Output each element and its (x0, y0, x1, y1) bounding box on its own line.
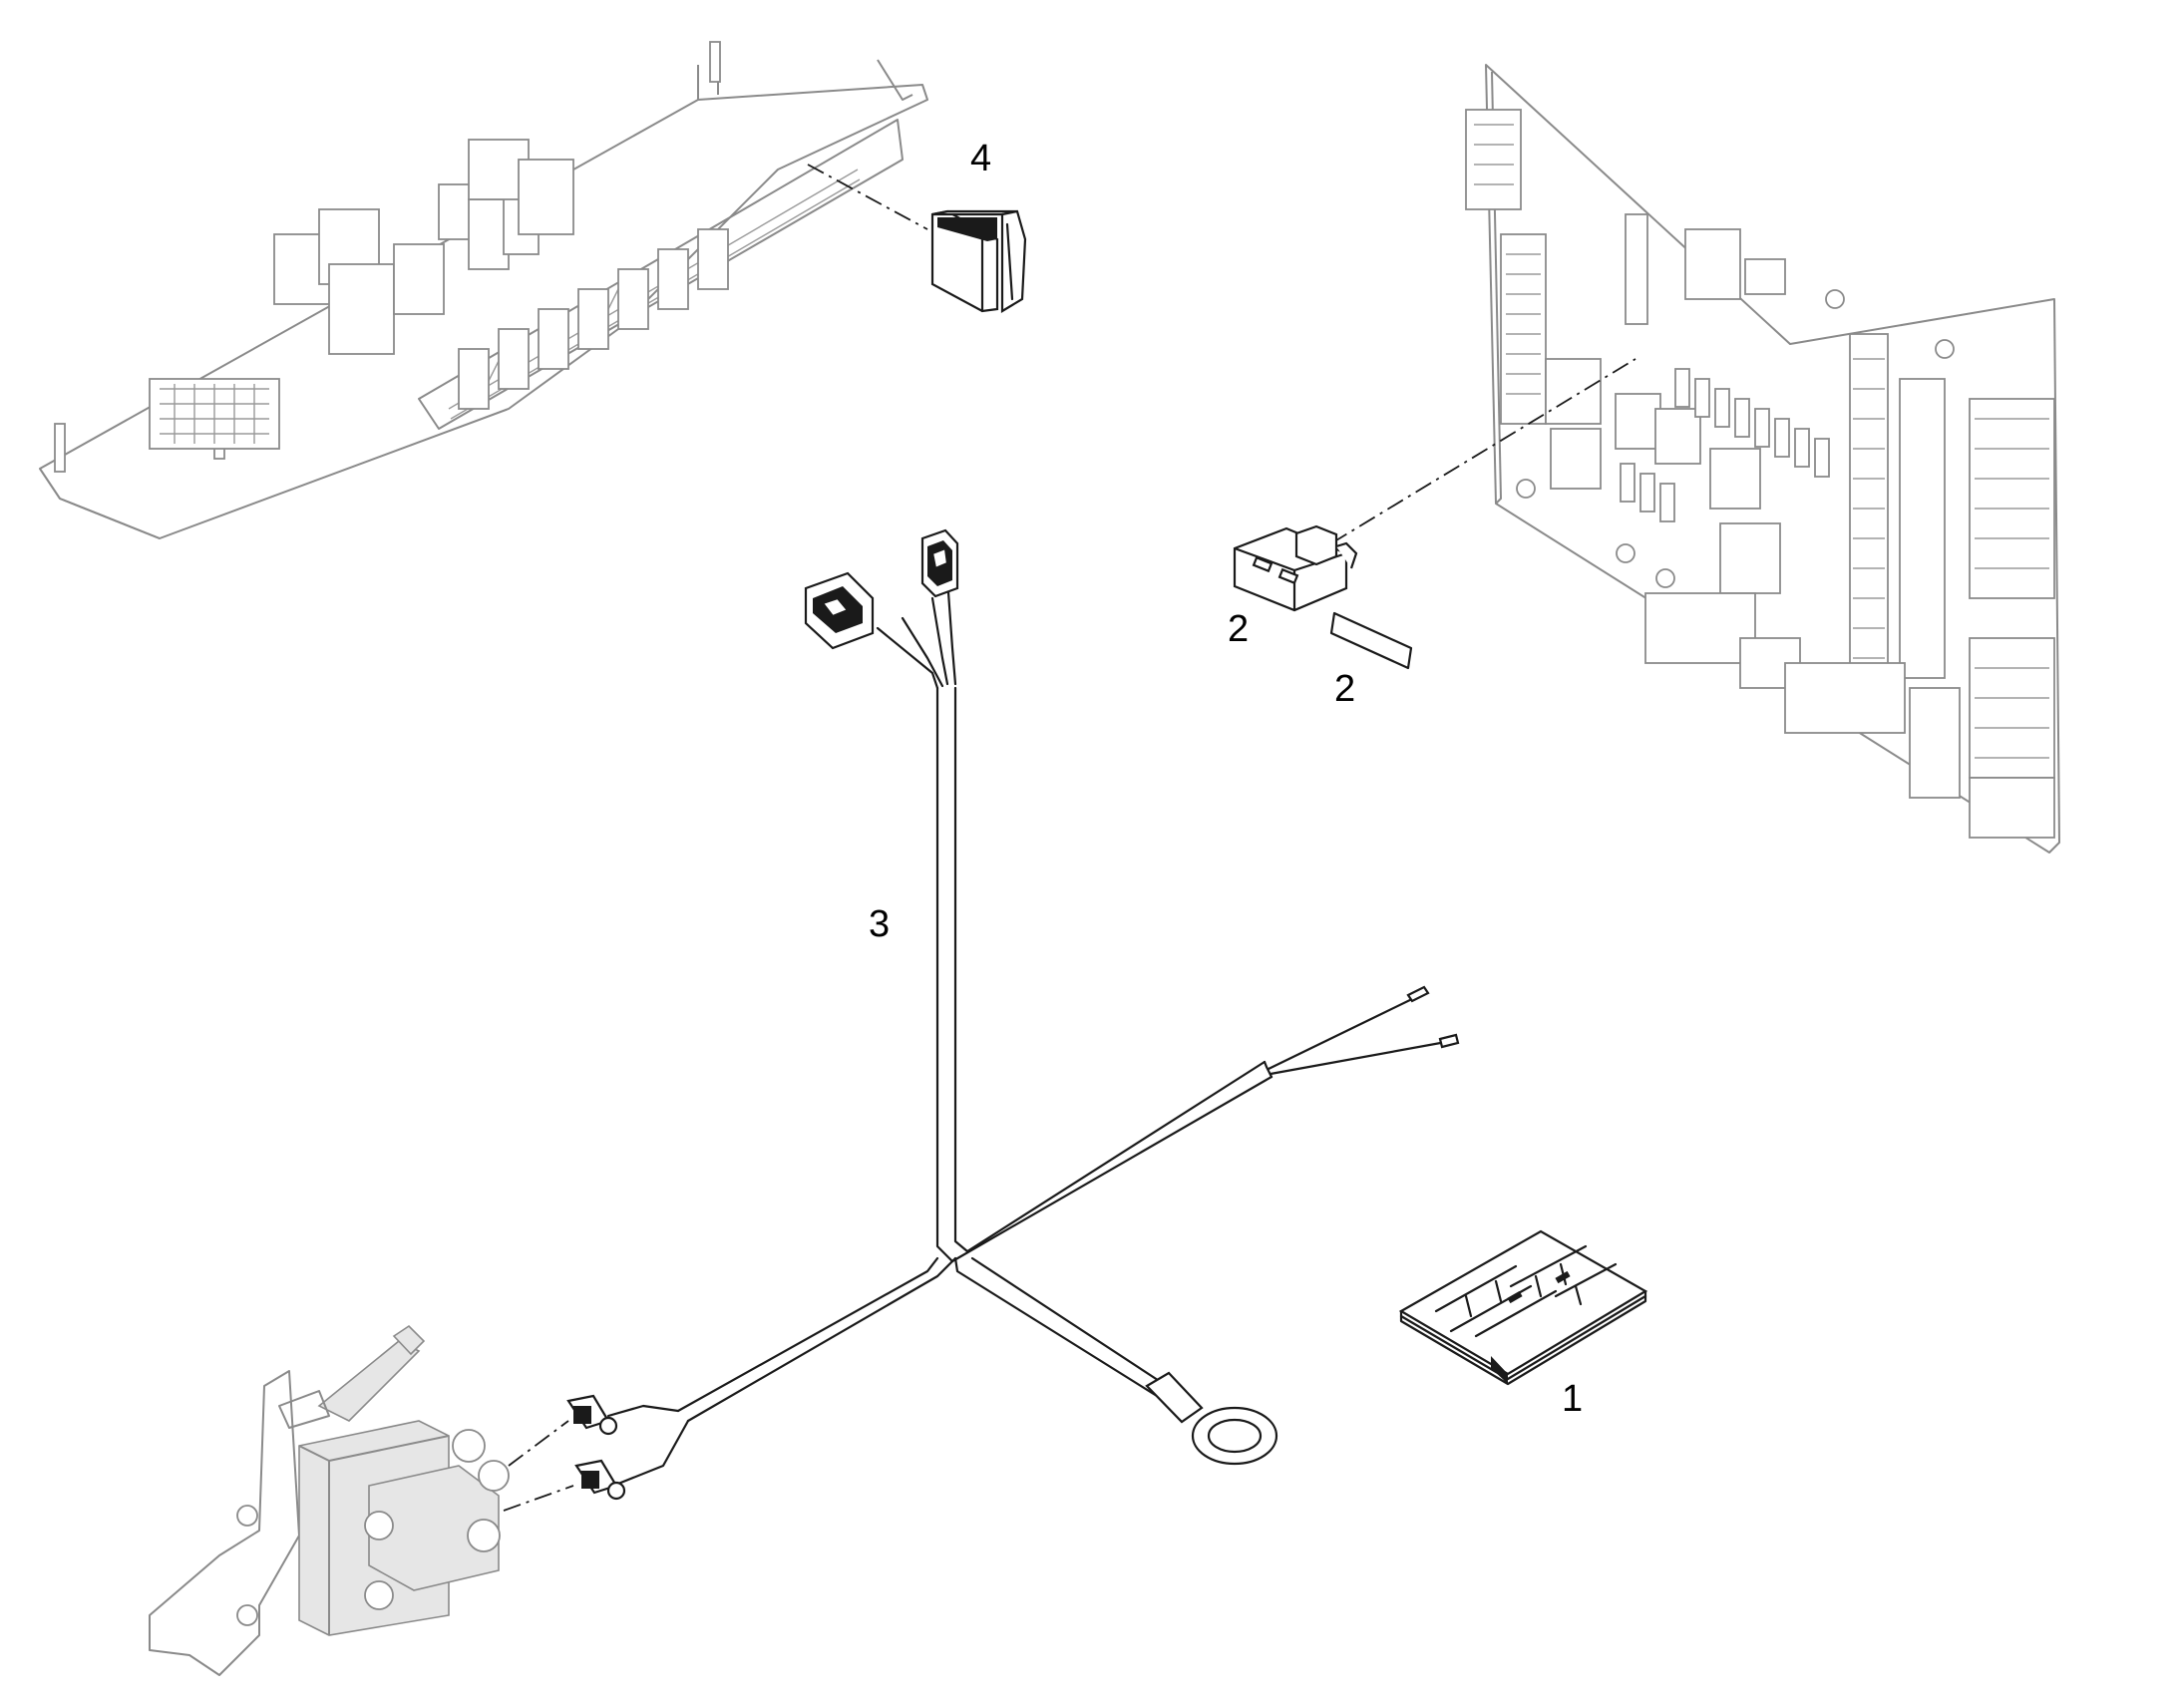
callout-2-label: 2 (1334, 668, 1356, 710)
fuse-label-sticker (1329, 611, 1413, 670)
control-circuit-board (1465, 64, 2060, 854)
wiring-harness (503, 528, 1460, 1512)
callout-1: 1 (1562, 1378, 1584, 1420)
fuse (1233, 358, 1636, 612)
rocker-switch (807, 164, 1027, 313)
relay-console-assembly (39, 41, 928, 539)
callout-2-fuse: 2 (1228, 608, 1250, 650)
documentation-booklet (1398, 1229, 1648, 1386)
gas-valve-assembly (149, 1324, 510, 1676)
callout-4: 4 (970, 138, 992, 179)
callout-3: 3 (869, 903, 891, 945)
